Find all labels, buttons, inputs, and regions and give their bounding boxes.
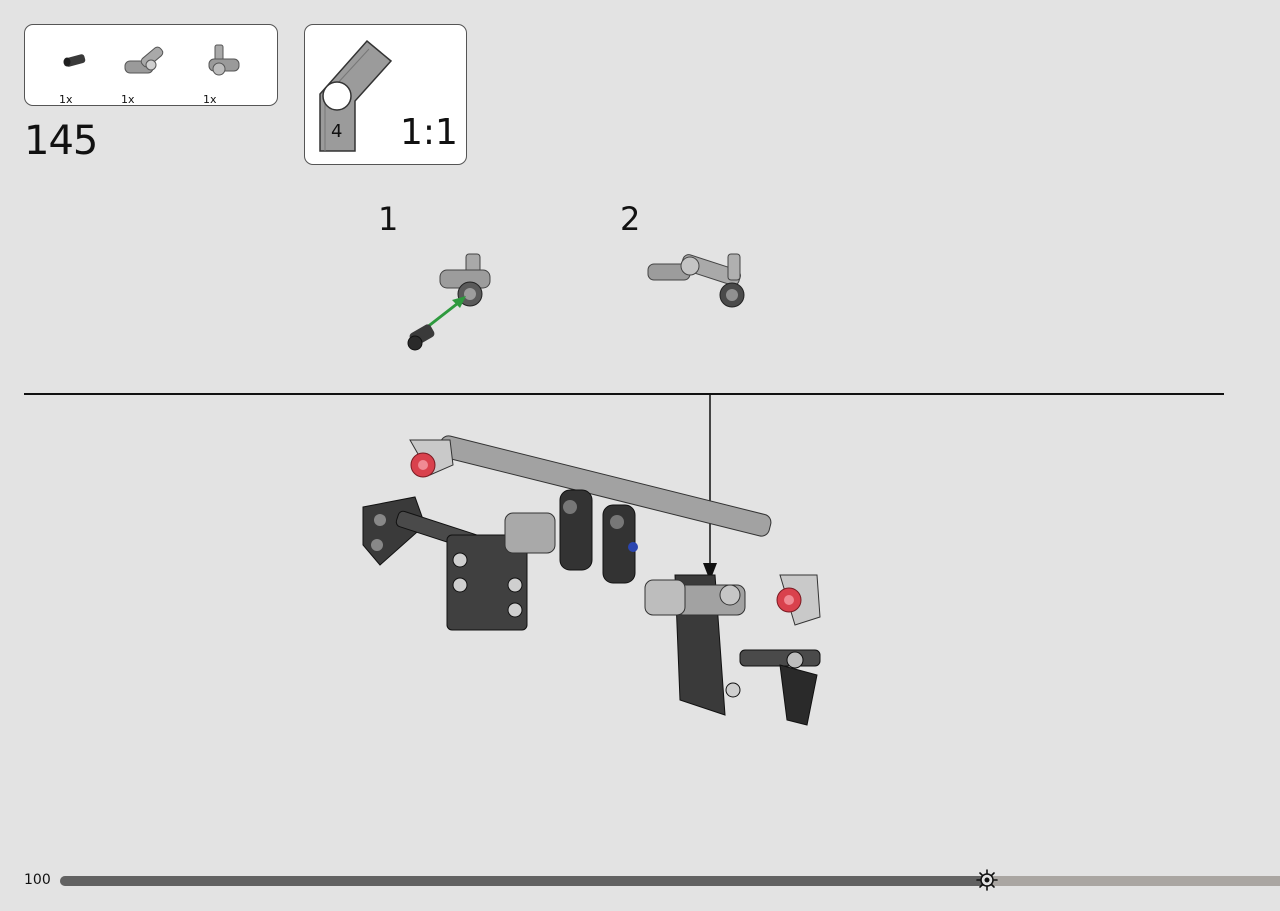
part-item: 1x [121, 39, 181, 106]
scale-ratio: 1:1 [400, 112, 458, 153]
substep-number: 1 [378, 200, 399, 238]
axle-connector-icon [208, 44, 240, 76]
section-divider [24, 393, 1224, 395]
assembly-frame-icon [362, 435, 821, 726]
progress-bar-fill [60, 876, 987, 886]
axle-pin-dark-icon [63, 54, 86, 67]
part-item: 1x [59, 39, 119, 106]
assembled-connector-icon [647, 253, 745, 308]
step-number: 145 [24, 118, 98, 164]
part-item: 1x [203, 39, 263, 106]
parts-list: 1x 1x 1x [24, 24, 278, 106]
substep-number: 2 [620, 200, 641, 238]
part-quantity: 1x [121, 93, 135, 106]
scale-callout: 4 [304, 24, 467, 165]
pin-into-connector-icon [407, 253, 491, 351]
progress-bar [60, 876, 1280, 886]
page-number: 100 [24, 872, 51, 888]
angled-beam-icon [319, 39, 393, 152]
part-number: 4 [331, 121, 343, 142]
placement-arrow [703, 393, 717, 581]
angle-connector-icon [124, 46, 164, 74]
gear-icon [976, 869, 998, 891]
part-quantity: 1x [59, 93, 73, 106]
part-quantity: 1x [203, 93, 217, 106]
